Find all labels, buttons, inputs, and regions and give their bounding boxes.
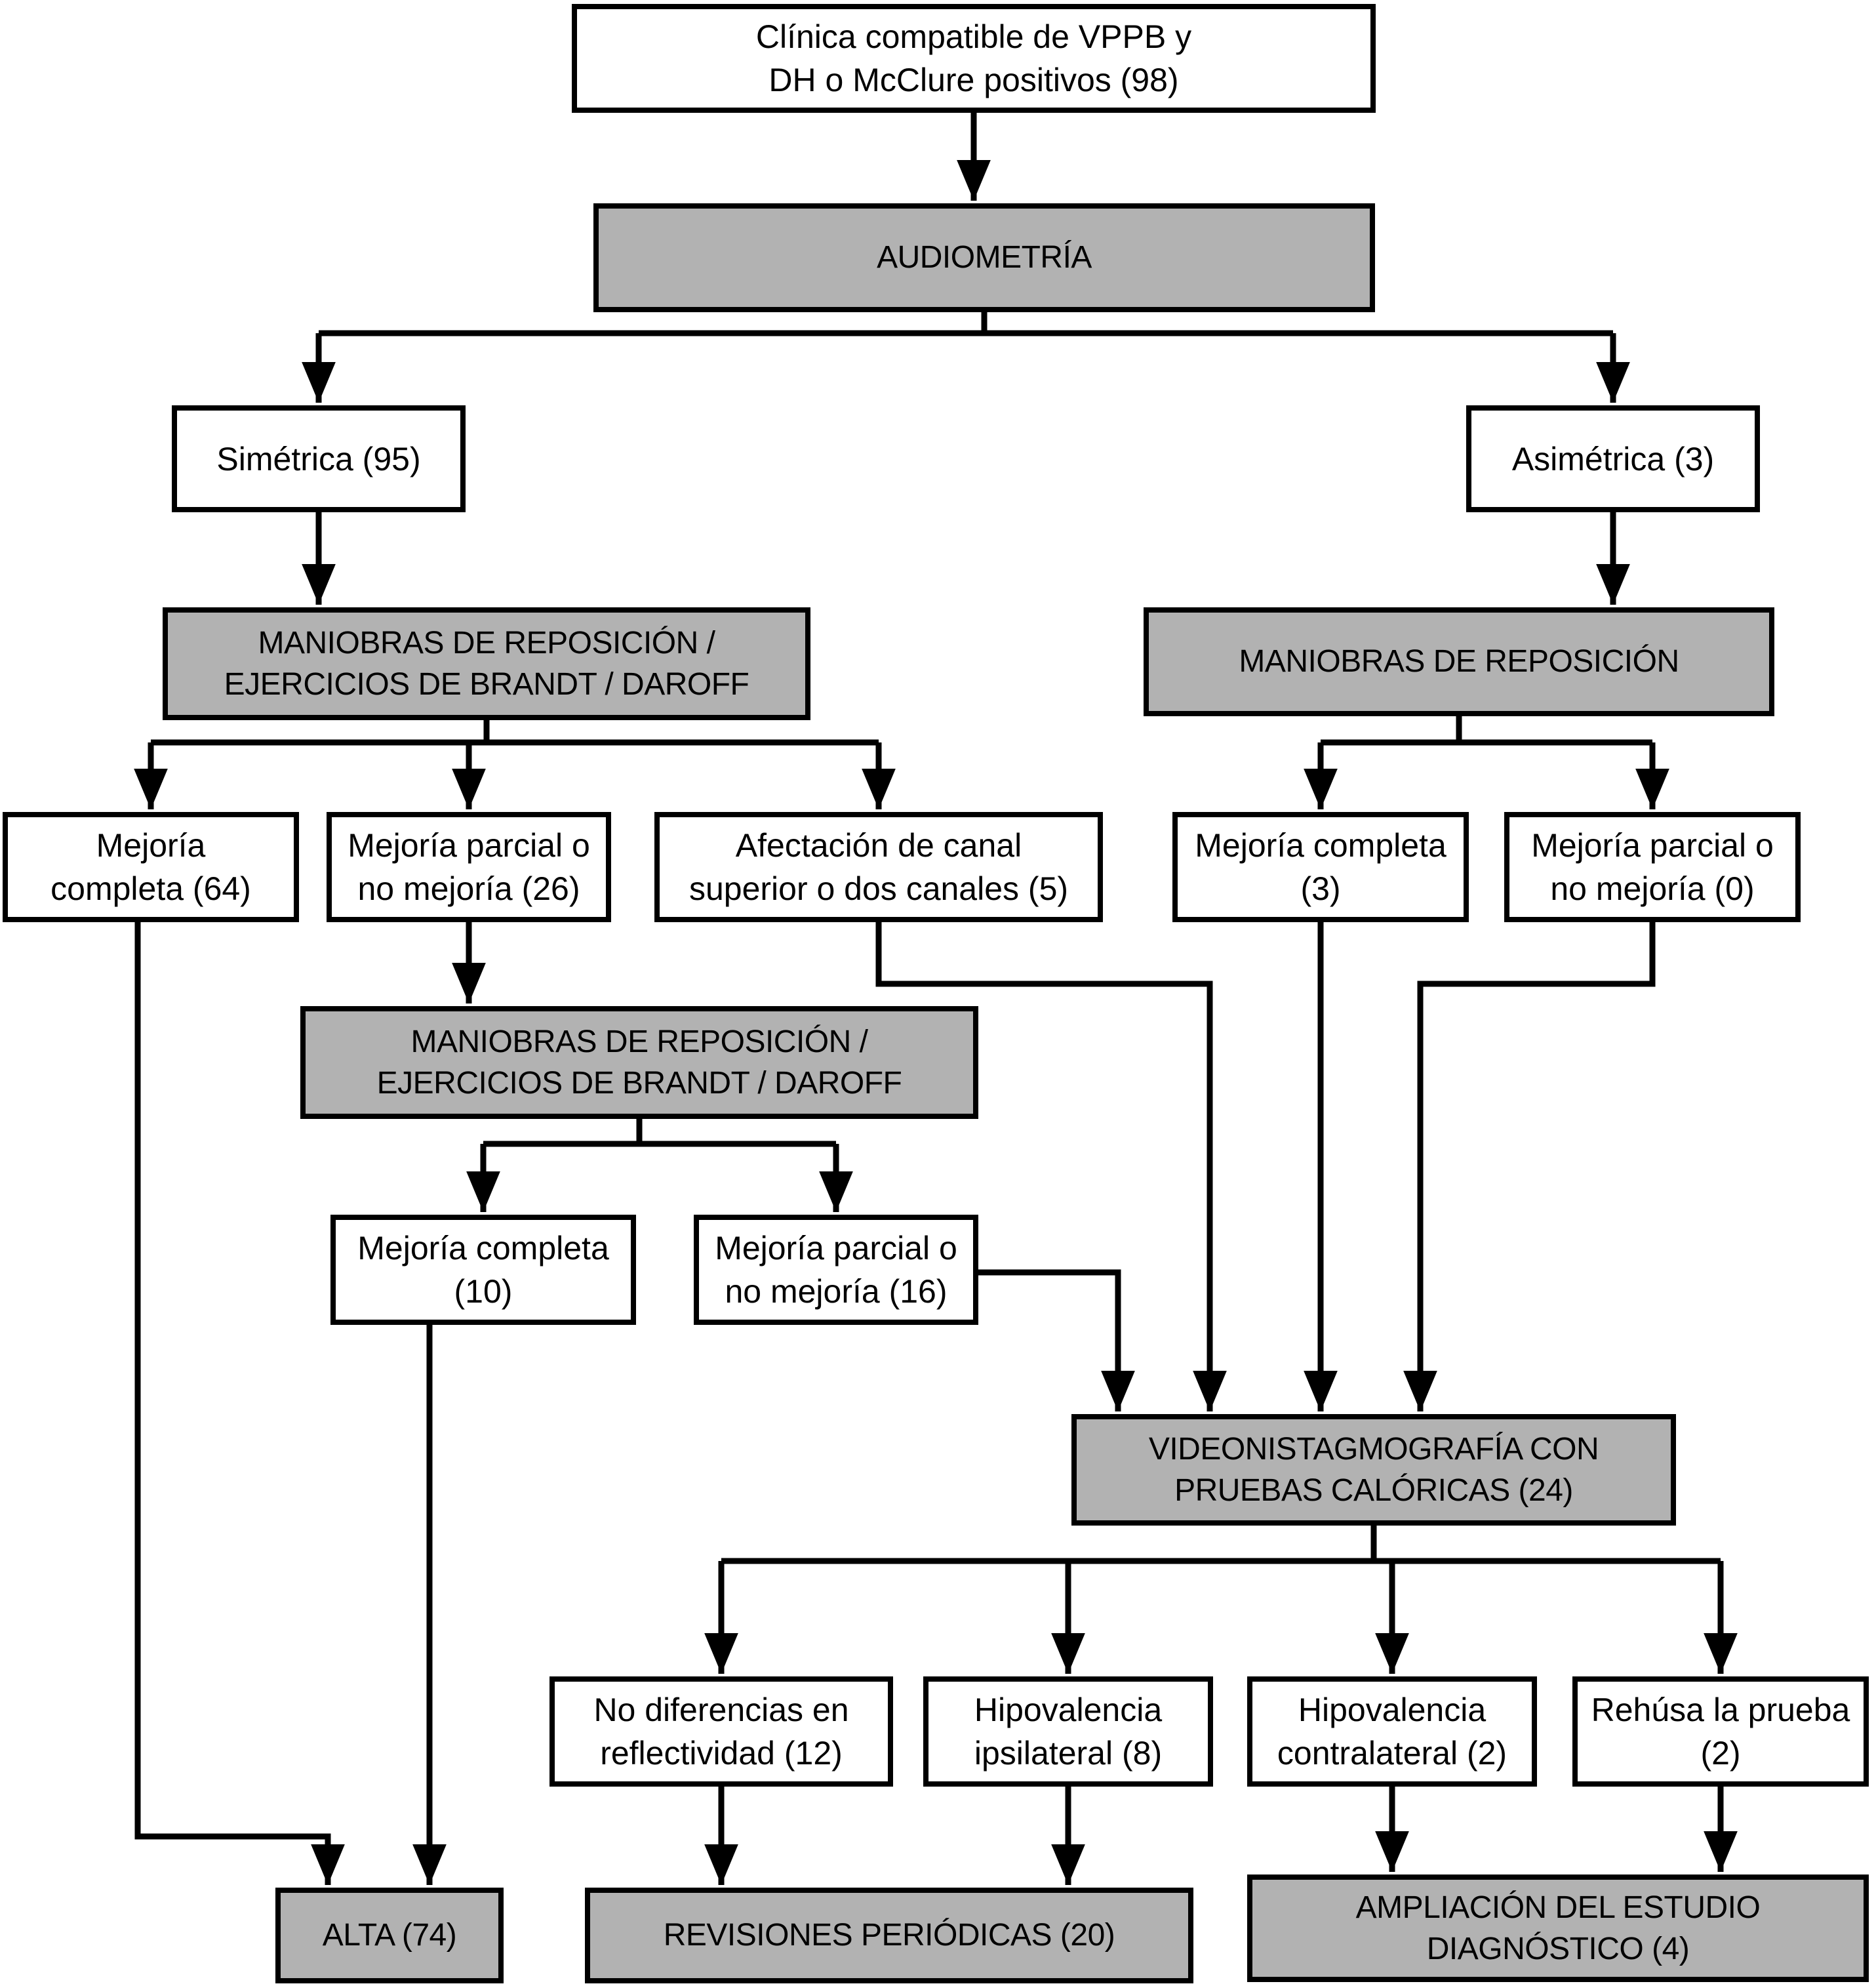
node-audiometria: AUDIOMETRÍA: [593, 203, 1375, 312]
node-videonistagmografia: VIDEONISTAGMOGRAFÍA CON PRUEBAS CALÓRICA…: [1071, 1414, 1676, 1526]
node-clinica-compatible-label: Clínica compatible de VPPB y DH o McClur…: [755, 18, 1192, 98]
node-revisiones-periodicas-20: REVISIONES PERIÓDICAS (20): [585, 1888, 1193, 1983]
node-hipovalencia-contralateral-2: Hipovalencia contralateral (2): [1247, 1676, 1537, 1787]
node-revisiones-periodicas-20-label: REVISIONES PERIÓDICAS (20): [663, 1918, 1115, 1953]
node-alta-74-label: ALTA (74): [322, 1918, 457, 1953]
node-simetrica: Simétrica (95): [172, 405, 466, 512]
node-mejoria-parcial-16-label: Mejoría parcial o no mejoría (16): [715, 1230, 957, 1310]
node-mejoria-parcial-26-label: Mejoría parcial o no mejoría (26): [348, 827, 590, 907]
node-mejoria-parcial-16: Mejoría parcial o no mejoría (16): [694, 1215, 978, 1325]
node-ampliacion-estudio-4-label: AMPLIACIÓN DEL ESTUDIO DIAGNÓSTICO (4): [1355, 1890, 1761, 1966]
node-asimetrica-label: Asimétrica (3): [1511, 440, 1715, 477]
node-rehusa-prueba-2: Rehúsa la prueba (2): [1572, 1676, 1869, 1787]
node-mejoria-parcial-0: Mejoría parcial o no mejoría (0): [1504, 812, 1801, 922]
node-maniobras-brandt-2-label: MANIOBRAS DE REPOSICIÓN / EJERCICIOS DE …: [376, 1024, 902, 1101]
node-videonistagmografia-label: VIDEONISTAGMOGRAFÍA CON PRUEBAS CALÓRICA…: [1148, 1431, 1599, 1508]
node-afectacion-canal-5: Afectación de canal superior o dos canal…: [654, 812, 1103, 922]
node-ampliacion-estudio-4: AMPLIACIÓN DEL ESTUDIO DIAGNÓSTICO (4): [1247, 1875, 1869, 1982]
node-hipovalencia-ipsilateral-8: Hipovalencia ipsilateral (8): [923, 1676, 1213, 1787]
arrow-afectacion5-vng: [875, 922, 1227, 1411]
node-mejoria-parcial-26: Mejoría parcial o no mejoría (26): [327, 812, 611, 922]
node-mejoria-completa-3: Mejoría completa (3): [1172, 812, 1469, 922]
node-clinica-compatible: Clínica compatible de VPPB y DH o McClur…: [572, 4, 1376, 113]
node-mejoria-parcial-0-label: Mejoría parcial o no mejoría (0): [1531, 827, 1774, 907]
node-mejoria-completa-10-label: Mejoría completa (10): [357, 1230, 609, 1310]
node-simetrica-label: Simétrica (95): [216, 440, 421, 477]
node-maniobras-brandt-1: MANIOBRAS DE REPOSICIÓN / EJERCICIOS DE …: [163, 607, 810, 720]
node-rehusa-prueba-2-label: Rehúsa la prueba (2): [1591, 1692, 1850, 1772]
node-maniobras-reposicion: MANIOBRAS DE REPOSICIÓN: [1144, 607, 1774, 716]
node-no-diferencias-12-label: No diferencias en reflectividad (12): [593, 1692, 849, 1772]
arrow-mejoria0-vng: [1403, 922, 1656, 1411]
node-afectacion-canal-5-label: Afectación de canal superior o dos canal…: [689, 827, 1069, 907]
node-maniobras-brandt-2: MANIOBRAS DE REPOSICIÓN / EJERCICIOS DE …: [300, 1006, 978, 1119]
node-maniobras-brandt-1-label: MANIOBRAS DE REPOSICIÓN / EJERCICIOS DE …: [224, 625, 749, 702]
arrow-mejoria16-vng: [978, 1269, 1135, 1411]
node-hipovalencia-ipsilateral-8-label: Hipovalencia ipsilateral (8): [974, 1692, 1163, 1772]
node-maniobras-reposicion-label: MANIOBRAS DE REPOSICIÓN: [1239, 644, 1679, 679]
node-alta-74: ALTA (74): [275, 1888, 504, 1983]
node-mejoria-completa-3-label: Mejoría completa (3): [1195, 827, 1447, 907]
node-audiometria-label: AUDIOMETRÍA: [877, 240, 1092, 275]
node-mejoria-completa-10: Mejoría completa (10): [330, 1215, 636, 1325]
node-no-diferencias-12: No diferencias en reflectividad (12): [549, 1676, 893, 1787]
node-mejoria-completa-64: Mejoría completa (64): [3, 812, 299, 922]
arrow-mejoria64-alta: [134, 922, 345, 1885]
node-mejoria-completa-64-label: Mejoría completa (64): [50, 827, 251, 907]
node-hipovalencia-contralateral-2-label: Hipovalencia contralateral (2): [1277, 1692, 1507, 1772]
node-asimetrica: Asimétrica (3): [1466, 405, 1760, 512]
